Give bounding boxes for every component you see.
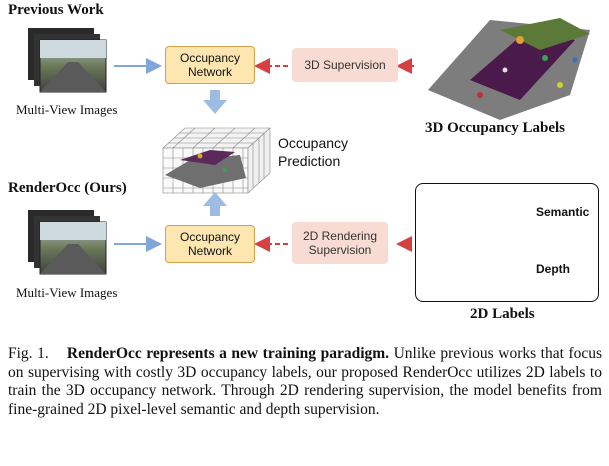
- renderocc-heading: RenderOcc (Ours): [8, 180, 127, 196]
- bottom-occupancy-network-box: Occupancy Network: [165, 225, 255, 263]
- top-multiview-images: [28, 28, 107, 93]
- depth-label: Depth: [536, 262, 570, 276]
- top-3d-supervision-box: 3D Supervision: [292, 48, 398, 82]
- top-images-label: Multi-View Images: [16, 102, 118, 117]
- red-dashed-arrows: [254, 58, 414, 252]
- blue-arrows: [114, 58, 162, 252]
- bottom-images-label: Multi-View Images: [16, 285, 118, 300]
- occupancy-prediction-cube: [162, 127, 271, 194]
- caption-body: Unlike previous works that focus on supe…: [8, 345, 603, 418]
- occupancy-labels-caption: 3D Occupancy Labels: [425, 120, 566, 136]
- bottom-2d-rendering-supervision-box: 2D Rendering Supervision: [292, 222, 388, 264]
- bottom-multiview-images: [28, 210, 107, 275]
- blue-block-arrows: [203, 90, 227, 216]
- previous-work-heading: Previous Work: [8, 2, 104, 18]
- semantic-label: Semantic: [536, 205, 590, 219]
- figure-caption: Fig. 1. RenderOcc represents a new train…: [8, 345, 602, 419]
- 2d-labels-box: [415, 183, 599, 302]
- occupancy-labels-render: [428, 18, 590, 120]
- occupancy-prediction-label: Occupancy Prediction: [278, 135, 349, 169]
- caption-bold-sentence: RenderOcc represents a new training para…: [66, 345, 390, 362]
- figure-number: Fig. 1.: [8, 345, 49, 362]
- top-occupancy-network-box: Occupancy Network: [165, 46, 255, 84]
- 2d-labels-caption: 2D Labels: [470, 306, 535, 322]
